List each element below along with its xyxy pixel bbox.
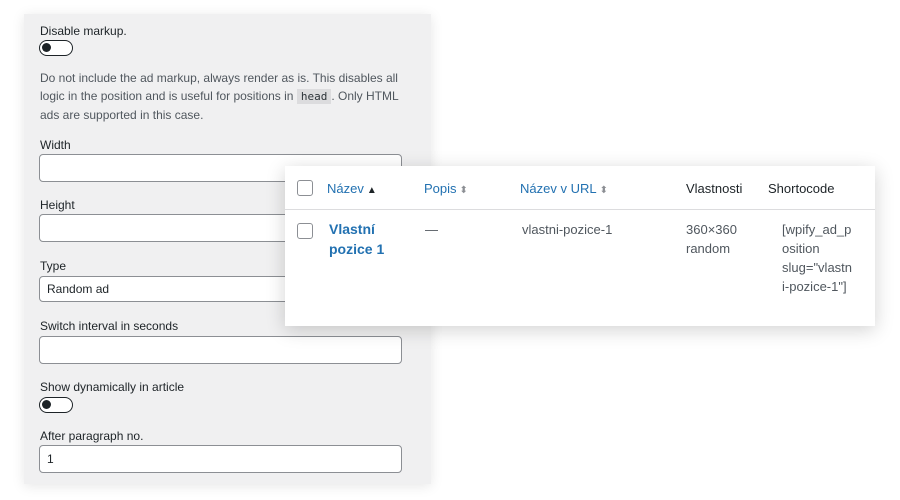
disable-markup-toggle[interactable] [39, 40, 73, 56]
row-title-line: Vlastní [329, 221, 375, 237]
width-label: Width [40, 138, 71, 152]
column-header-name[interactable]: Název▲ [327, 181, 377, 199]
switch-interval-input[interactable] [39, 336, 402, 364]
disable-markup-description: Do not include the ad markup, always ren… [40, 69, 410, 124]
description-text-end: . Only HTML ads are supported in this ca… [40, 89, 399, 122]
toggle-knob [42, 43, 51, 52]
row-description: — [425, 222, 438, 237]
table-header: Název▲ Popis⬍ Název v URL⬍ Vlastnosti Sh… [285, 166, 875, 210]
show-dynamic-toggle[interactable] [39, 397, 73, 413]
column-slug-label: Název v URL [520, 181, 597, 196]
width-input[interactable] [39, 154, 402, 182]
head-code: head [296, 89, 332, 104]
row-shortcode: [wpify_ad_p osition slug="vlastn i-pozic… [782, 220, 852, 296]
select-all-checkbox[interactable] [297, 180, 313, 196]
column-header-description[interactable]: Popis⬍ [424, 181, 468, 199]
positions-table: Název▲ Popis⬍ Název v URL⬍ Vlastnosti Sh… [285, 166, 875, 326]
properties-type: random [686, 241, 731, 256]
column-header-properties: Vlastnosti [686, 181, 743, 196]
after-paragraph-input[interactable]: 1 [39, 445, 402, 473]
height-label: Height [40, 198, 75, 212]
row-slug: vlastni-pozice-1 [522, 222, 613, 237]
sort-icon: ⬍ [599, 185, 608, 196]
shortcode-line: slug="vlastn [782, 260, 853, 275]
row-title-line: pozice 1 [329, 241, 385, 257]
column-description-label: Popis [424, 181, 457, 196]
properties-size: 360×360 [686, 222, 737, 237]
row-properties: 360×360 random [686, 220, 737, 258]
row-title-link[interactable]: Vlastní pozice 1 [329, 219, 384, 259]
column-header-shortcode: Shortocode [768, 181, 835, 196]
toggle-knob [42, 400, 51, 409]
after-paragraph-label: After paragraph no. [40, 429, 144, 443]
shortcode-line: i-pozice-1"] [782, 279, 847, 294]
sort-icon: ⬍ [459, 185, 468, 196]
column-name-label: Název [327, 181, 364, 196]
switch-interval-label: Switch interval in seconds [40, 319, 179, 333]
description-text: Do not include the ad markup, always ren… [40, 71, 398, 103]
row-checkbox[interactable] [297, 223, 313, 239]
shortcode-line: osition [782, 241, 820, 256]
sort-up-icon: ▲ [366, 185, 377, 196]
disable-markup-label: Disable markup. [40, 24, 127, 38]
show-dynamic-label: Show dynamically in article [40, 380, 185, 394]
type-label: Type [40, 259, 67, 273]
shortcode-line: [wpify_ad_p [782, 222, 852, 237]
column-header-slug[interactable]: Název v URL⬍ [520, 181, 608, 199]
